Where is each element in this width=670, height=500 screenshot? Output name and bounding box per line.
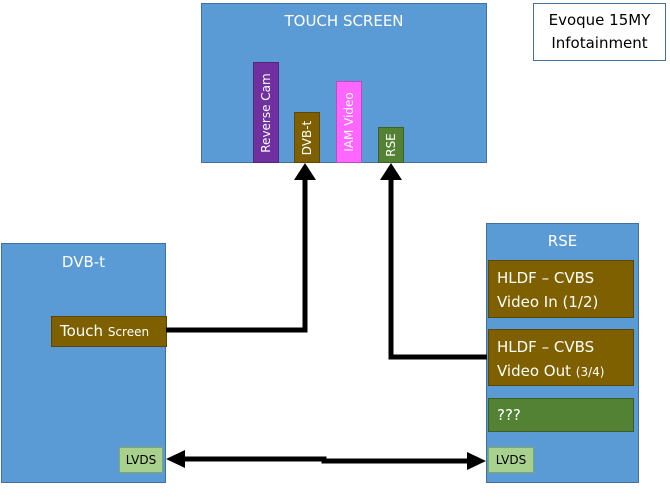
dvbt-to-touch-screen-connector (166, 178, 308, 333)
touch-screen-title: TOUCH SCREEN (284, 12, 404, 30)
rse-lvds-port: LVDS (488, 447, 534, 473)
dvbt-lvds-port: LVDS (119, 447, 163, 473)
rse-title: RSE (547, 232, 578, 250)
lvds-link (184, 456, 467, 464)
rse-arrowhead (380, 163, 402, 180)
rse-input: RSE (378, 127, 404, 163)
note-line-2: Infotainment (551, 34, 648, 52)
dvbt-unit: DVB-t Touch Screen LVDS (1, 243, 167, 483)
lvds-right-arrowhead (467, 452, 486, 470)
reverse-cam-input: Reverse Cam (253, 62, 279, 163)
rse-video-out: HLDF – CVBS Video Out (3/4) (488, 329, 634, 386)
rse-video-in-line-2: Video In (1/2) (497, 293, 599, 311)
lvds-left-arrowhead (166, 450, 185, 468)
rse-video-out-main: Video Out (497, 362, 571, 380)
dvbt-touch-main: Touch (60, 322, 104, 340)
rse-unknown-output: ??? (488, 398, 634, 432)
rse-to-touch-screen-connector (388, 178, 487, 360)
dvbt-input: DVB-t (294, 112, 320, 163)
dvbt-touch-screen-output: Touch Screen (51, 316, 167, 347)
rse-video-in-line-1: HLDF – CVBS (497, 269, 595, 287)
rse-unknown-label: ??? (497, 406, 521, 424)
rse-video-out-line-2: Video Out (3/4) (497, 359, 633, 384)
rse-video-out-sub: (3/4) (575, 365, 605, 379)
iam-video-input: IAM Video (336, 81, 362, 163)
note-line-1: Evoque 15MY (548, 11, 651, 29)
infotainment-note: Evoque 15MY Infotainment (533, 3, 666, 61)
rse-video-in: HLDF – CVBS Video In (1/2) (488, 260, 634, 318)
dvbt-title: DVB-t (61, 253, 106, 271)
dvbt-arrowhead (294, 163, 316, 180)
touch-screen-unit: TOUCH SCREEN Reverse Cam DVB-t IAM Video… (201, 3, 487, 163)
rse-unit: RSE HLDF – CVBS Video In (1/2) HLDF – CV… (486, 223, 639, 483)
rse-video-out-line-1: HLDF – CVBS (497, 338, 595, 356)
dvbt-touch-sub: Screen (107, 325, 150, 339)
